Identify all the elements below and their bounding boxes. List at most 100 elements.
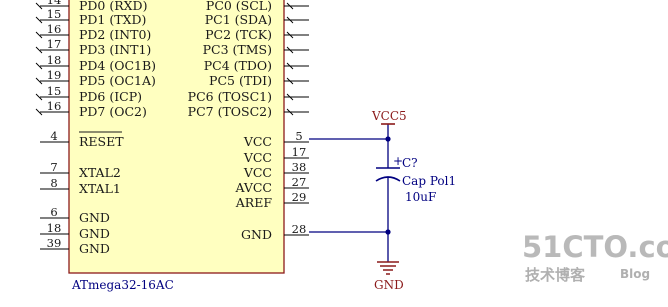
right-pin[interactable]: PC5 (TDI) xyxy=(209,73,309,88)
right-pin[interactable]: PC3 (TMS) xyxy=(203,42,309,57)
left-pin-number: 19 xyxy=(47,68,62,82)
right-pin-name: PC5 (TDI) xyxy=(209,73,272,88)
vcc-power-label: VCC5 xyxy=(371,109,407,123)
right-pin-name: AREF xyxy=(235,195,273,210)
pin-io-mark xyxy=(286,31,294,39)
right-pin-name: PC7 (TOSC2) xyxy=(188,104,272,119)
watermark-subtitle: 技术博客 xyxy=(525,266,586,284)
left-pin[interactable]: 4 RESET xyxy=(40,129,124,149)
left-pin[interactable]: 6 GND xyxy=(40,205,110,225)
left-pin-number: 4 xyxy=(50,129,57,143)
pin-io-mark xyxy=(35,2,43,10)
right-pin[interactable]: 28 GND xyxy=(241,222,309,242)
left-pin-number: 16 xyxy=(47,99,62,113)
capacitor-type: Cap Pol1 xyxy=(402,174,456,188)
pin-io-mark xyxy=(286,108,294,116)
left-pin[interactable]: 8 XTAL1 xyxy=(40,176,121,196)
right-pin-name: VCC xyxy=(243,150,272,165)
left-pin-name: PD4 (OC1B) xyxy=(79,58,156,73)
pin-io-mark xyxy=(286,2,294,10)
left-pin-number: 18 xyxy=(47,53,62,67)
left-pin-name: GND xyxy=(79,226,110,241)
left-pin-name: PD5 (OC1A) xyxy=(79,73,156,88)
pin-io-mark xyxy=(286,77,294,85)
left-pin[interactable]: 16 PD7 (OC2) xyxy=(35,99,147,119)
left-pin-number: 39 xyxy=(47,236,62,250)
left-pin-name: PD3 (INT1) xyxy=(79,42,151,57)
right-pin-name: PC6 (TOSC1) xyxy=(188,89,272,104)
pin-io-mark xyxy=(286,16,294,24)
capacitor-polarity: + xyxy=(393,154,403,168)
right-pin-name: PC2 (TCK) xyxy=(205,27,272,42)
right-pin-name: PC4 (TDO) xyxy=(204,58,272,73)
right-pin-number: 29 xyxy=(292,190,307,204)
watermark-blog: Blog xyxy=(620,267,650,281)
left-pin-number: 6 xyxy=(50,205,57,219)
right-pin[interactable]: PC0 (SCL) xyxy=(206,0,309,13)
right-pin-number: 17 xyxy=(292,145,307,159)
left-pin-number: 15 xyxy=(47,84,62,98)
chip-body[interactable] xyxy=(68,0,285,274)
left-pin-name: PD6 (ICP) xyxy=(79,89,142,104)
left-pin-number: 7 xyxy=(50,160,57,174)
left-pin[interactable]: 14 PD0 (RXD) xyxy=(35,0,147,13)
gnd-net xyxy=(309,229,391,235)
right-pin[interactable]: PC1 (SDA) xyxy=(205,12,309,27)
right-pin[interactable]: PC7 (TOSC2) xyxy=(188,104,309,119)
pin-io-mark xyxy=(35,31,43,39)
pin-io-mark xyxy=(286,46,294,54)
right-pin-group: PC0 (SCL)PC1 (SDA)PC2 (TCK)PC3 (TMS)PC4 … xyxy=(188,0,309,242)
right-pin[interactable]: 5 VCC xyxy=(243,129,309,149)
left-pin-name: XTAL1 xyxy=(79,181,121,196)
left-pin-name: GND xyxy=(79,210,110,225)
right-pin-number: 28 xyxy=(292,222,307,236)
left-pin-name: PD1 (TXD) xyxy=(79,12,146,27)
left-pin[interactable]: 19 PD5 (OC1A) xyxy=(35,68,156,88)
capacitor-symbol[interactable] xyxy=(375,167,401,262)
pin-io-mark xyxy=(35,93,43,101)
right-pin-name: PC0 (SCL) xyxy=(206,0,272,13)
pin-io-mark xyxy=(35,46,43,54)
capacitor-value: 10uF xyxy=(405,190,436,204)
left-pin-number: 8 xyxy=(50,176,57,190)
right-pin-name: VCC xyxy=(243,134,272,149)
right-pin-name: AVCC xyxy=(234,180,272,195)
left-pin-name: RESET xyxy=(79,134,124,149)
left-pin-name: PD0 (RXD) xyxy=(79,0,147,13)
right-pin[interactable]: PC4 (TDO) xyxy=(204,58,309,73)
right-pin[interactable]: 29 AREF xyxy=(235,190,309,210)
pin-io-mark xyxy=(35,62,43,70)
left-pin[interactable]: 18 PD4 (OC1B) xyxy=(35,53,156,73)
left-pin-number: 15 xyxy=(47,7,62,21)
right-pin[interactable]: PC6 (TOSC1) xyxy=(188,89,309,104)
right-pin-number: 5 xyxy=(295,129,302,143)
watermark-site: 51CTO.com xyxy=(522,230,668,264)
left-pin-number: 16 xyxy=(47,22,62,36)
right-pin-name: GND xyxy=(241,227,272,242)
pin-io-mark xyxy=(35,108,43,116)
pin-io-mark xyxy=(286,62,294,70)
right-pin[interactable]: 27 AVCC xyxy=(234,175,309,195)
pin-io-mark xyxy=(35,77,43,85)
chip-part-name: ATmega32-16AC xyxy=(71,278,174,292)
right-pin-name: VCC xyxy=(243,165,272,180)
right-pin-number: 27 xyxy=(292,175,307,189)
right-pin-name: PC3 (TMS) xyxy=(203,42,272,57)
ground-symbol[interactable] xyxy=(377,261,399,275)
left-pin[interactable]: 15 PD6 (ICP) xyxy=(35,84,142,104)
left-pin[interactable]: 15 PD1 (TXD) xyxy=(35,7,146,27)
left-pin-number: 14 xyxy=(47,0,62,7)
right-pin[interactable]: 17 VCC xyxy=(243,145,309,165)
left-pin-name: PD7 (OC2) xyxy=(79,104,147,119)
left-pin[interactable]: 16 PD2 (INT0) xyxy=(35,22,151,42)
left-pin-name: PD2 (INT0) xyxy=(79,27,151,42)
vcc-net xyxy=(309,123,395,168)
right-pin[interactable]: PC2 (TCK) xyxy=(205,27,309,42)
